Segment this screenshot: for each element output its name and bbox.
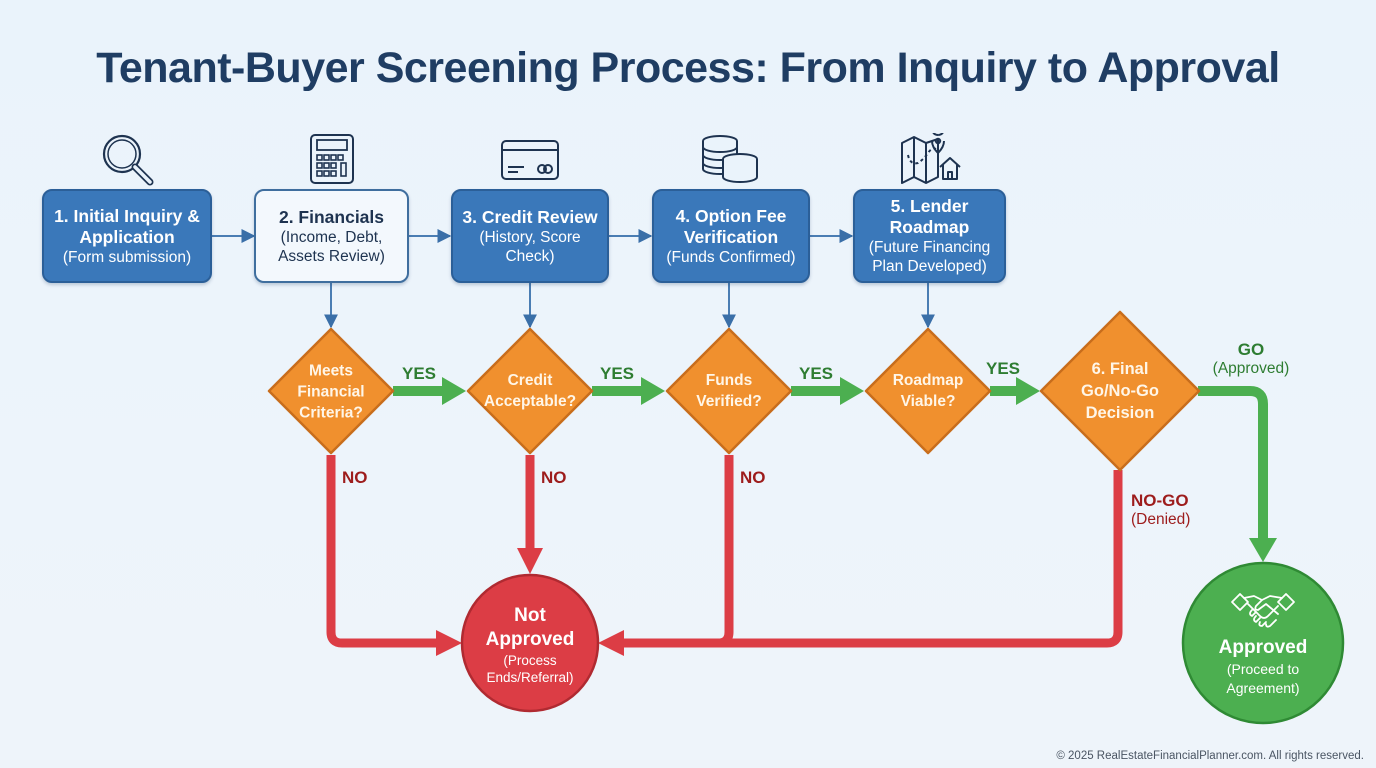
outcome-title: Approved <box>485 629 575 650</box>
step-title: 3. Credit Review <box>462 206 598 227</box>
step-credit-review[interactable]: 3. Credit Review (History, Score Check) <box>451 189 609 283</box>
no-arrowhead-right <box>598 630 624 656</box>
credit-card-icon <box>501 140 559 180</box>
step-title: Verification <box>683 226 779 247</box>
go-arrowhead <box>1249 538 1277 562</box>
decision-text: Credit <box>507 372 553 389</box>
no-go-label-sub: (Denied) <box>1131 511 1191 528</box>
no-label-1: NO <box>342 468 368 487</box>
go-label-sub: (Approved) <box>1212 360 1290 377</box>
decision-text: Acceptable? <box>483 393 577 410</box>
no-go-label-text: NO-GO <box>1131 491 1189 510</box>
step-subtitle: (Income, Debt, <box>280 228 383 246</box>
go-path <box>1198 386 1268 542</box>
outcome-subtitle: (Proceed to <box>1226 661 1300 677</box>
step-title: 5. Lender <box>890 196 969 216</box>
no-arrowhead-left <box>436 630 462 656</box>
decision-diamond-final <box>1039 310 1201 472</box>
yes-label-1: YES <box>402 364 437 383</box>
step-subtitle: (Form submission) <box>62 248 192 266</box>
step-title: Application <box>79 226 175 247</box>
no-go-path <box>620 470 1123 648</box>
decision-text: Funds <box>705 372 753 389</box>
yes-arrow-3 <box>791 377 864 405</box>
coins-icon <box>702 135 758 183</box>
decision-diamond-3 <box>665 327 793 455</box>
step-title: Roadmap <box>889 217 970 237</box>
page-title: Tenant-Buyer Screening Process: From Inq… <box>96 44 1280 92</box>
calculator-icon <box>310 134 354 184</box>
copyright-footer: © 2025 RealEstateFinancialPlanner.com. A… <box>1056 750 1364 762</box>
yes-arrow-1 <box>393 377 466 405</box>
decision-funds-verified[interactable]: Funds Verified? <box>696 370 761 412</box>
yes-label-2: YES <box>600 364 635 383</box>
decision-text: 6. Final <box>1091 360 1149 378</box>
no-path-3 <box>620 455 734 648</box>
go-label-text: GO <box>1237 340 1265 359</box>
outcome-subtitle: Agreement) <box>1226 680 1300 696</box>
go-label: GO (Approved) <box>1208 340 1294 378</box>
no-go-label: NO-GO (Denied) <box>1131 491 1190 529</box>
step-subtitle: (History, Score <box>479 228 581 246</box>
step-subtitle: Assets Review) <box>278 247 385 265</box>
decision-financial-criteria[interactable]: Meets Financial Criteria? <box>297 361 364 424</box>
step-title: 4. Option Fee <box>675 205 787 226</box>
decision-diamond-1 <box>267 327 395 455</box>
no-arrowhead-top <box>517 548 543 574</box>
no-label-2: NO <box>541 468 567 487</box>
decision-text: Roadmap <box>892 372 964 389</box>
decision-credit-acceptable[interactable]: Credit Acceptable? <box>484 370 576 412</box>
not-approved-circle <box>460 573 600 713</box>
step-title: 2. Financials <box>278 206 385 227</box>
handshake-icon <box>1231 593 1295 628</box>
step-subtitle: Plan Developed) <box>872 258 987 275</box>
magnifying-glass-icon <box>102 134 154 186</box>
decision-text: Criteria? <box>299 404 363 422</box>
decision-diamond-4 <box>864 327 992 455</box>
yes-arrow-4 <box>990 377 1040 405</box>
step-title: 1. Initial Inquiry & <box>54 205 200 226</box>
no-path-1 <box>326 455 440 648</box>
outcome-subtitle: (Process <box>503 653 557 668</box>
decision-text: Verified? <box>696 393 762 410</box>
decision-diamond-2 <box>466 327 594 455</box>
yes-arrow-2 <box>592 377 665 405</box>
yes-label-3: YES <box>799 364 834 383</box>
approved-circle <box>1181 561 1345 725</box>
decision-text: Meets <box>309 362 353 380</box>
decision-roadmap-viable[interactable]: Roadmap Viable? <box>893 370 964 412</box>
no-label-3: NO <box>740 468 766 487</box>
yes-label-4: YES <box>986 359 1021 378</box>
step-subtitle: (Future Financing <box>868 239 991 256</box>
map-route-icon <box>901 133 961 184</box>
step-initial-inquiry[interactable]: 1. Initial Inquiry & Application (Form s… <box>42 189 212 283</box>
outcome-title: Not <box>514 605 546 626</box>
decision-text: Decision <box>1085 404 1155 422</box>
decision-final-go-no-go[interactable]: 6. Final Go/No-Go Decision <box>1081 358 1159 424</box>
step-financials[interactable]: 2. Financials (Income, Debt, Assets Revi… <box>254 189 409 283</box>
decision-text: Financial <box>297 383 365 401</box>
outcome-not-approved[interactable]: Not Approved (Process Ends/Referral) <box>486 604 575 686</box>
outcome-title: Approved <box>1218 637 1308 658</box>
step-subtitle: Check) <box>505 247 555 265</box>
step-lender-roadmap[interactable]: 5. Lender Roadmap (Future Financing Plan… <box>853 189 1006 283</box>
decision-text: Go/No-Go <box>1081 382 1159 400</box>
step-option-fee-verification[interactable]: 4. Option Fee Verification (Funds Confir… <box>652 189 810 283</box>
outcome-subtitle: Ends/Referral) <box>486 670 574 685</box>
outcome-approved[interactable]: Approved (Proceed to Agreement) <box>1219 636 1308 698</box>
decision-text: Viable? <box>900 393 956 410</box>
step-subtitle: (Funds Confirmed) <box>666 248 796 266</box>
